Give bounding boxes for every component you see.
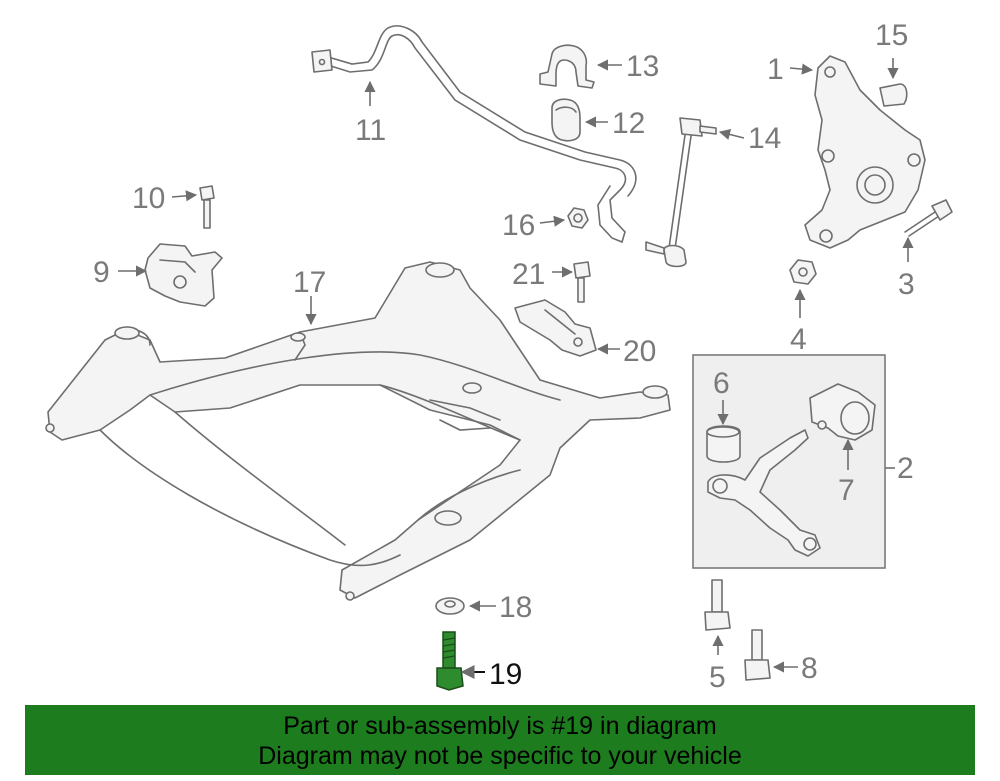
callout-2: 2 <box>897 452 914 485</box>
stabilizer-bracket <box>539 44 595 89</box>
bolt-5 <box>704 579 731 631</box>
stabilizer-bar <box>311 25 637 244</box>
callout-9: 9 <box>93 256 110 289</box>
nut-4 <box>789 259 817 285</box>
callout-12: 12 <box>612 107 645 140</box>
bolt-21 <box>573 261 591 303</box>
highlight-banner: Part or sub-assembly is #19 in diagram D… <box>25 705 975 775</box>
stabilizer-bushing <box>551 98 581 142</box>
callout-8: 8 <box>801 652 818 685</box>
callout-21: 21 <box>512 258 545 291</box>
cap-15 <box>879 83 908 107</box>
banner-line-1: Part or sub-assembly is #19 in diagram <box>283 712 717 740</box>
callout-labels: 1 2 3 4 5 6 7 8 9 10 11 12 13 14 15 16 1… <box>93 19 915 694</box>
callout-6: 6 <box>713 367 730 400</box>
stabilizer-link <box>645 117 717 268</box>
callout-11: 11 <box>355 114 386 147</box>
callout-5: 5 <box>709 661 726 694</box>
callout-7: 7 <box>838 474 855 507</box>
banner-line-2: Diagram may not be specific to your vehi… <box>258 742 742 770</box>
callout-4: 4 <box>790 323 807 356</box>
callout-19: 19 <box>489 658 522 691</box>
washer-18 <box>435 597 465 615</box>
bolt-8 <box>744 629 771 681</box>
bracket-20 <box>514 299 597 357</box>
lower-control-arm-group <box>692 354 895 569</box>
bolt-19-highlighted <box>436 631 464 691</box>
callout-14: 14 <box>748 122 781 155</box>
bolt-10 <box>199 185 215 229</box>
nut-16 <box>567 207 589 229</box>
callout-13: 13 <box>626 50 659 83</box>
leader-lines <box>118 58 914 679</box>
callout-15: 15 <box>875 19 908 52</box>
steering-knuckle <box>804 55 926 249</box>
bolt-3 <box>904 199 953 237</box>
callout-18: 18 <box>499 591 532 624</box>
callout-1: 1 <box>767 53 784 86</box>
subframe-crossmember <box>45 261 671 601</box>
callout-20: 20 <box>623 335 656 368</box>
parts-diagram: 1 2 3 4 5 6 7 8 9 10 11 12 13 14 15 16 1… <box>45 19 953 694</box>
callout-17: 17 <box>293 266 326 299</box>
bracket-9 <box>144 243 223 307</box>
callout-10: 10 <box>132 182 165 215</box>
callout-3: 3 <box>898 268 915 301</box>
callout-16: 16 <box>502 209 535 242</box>
